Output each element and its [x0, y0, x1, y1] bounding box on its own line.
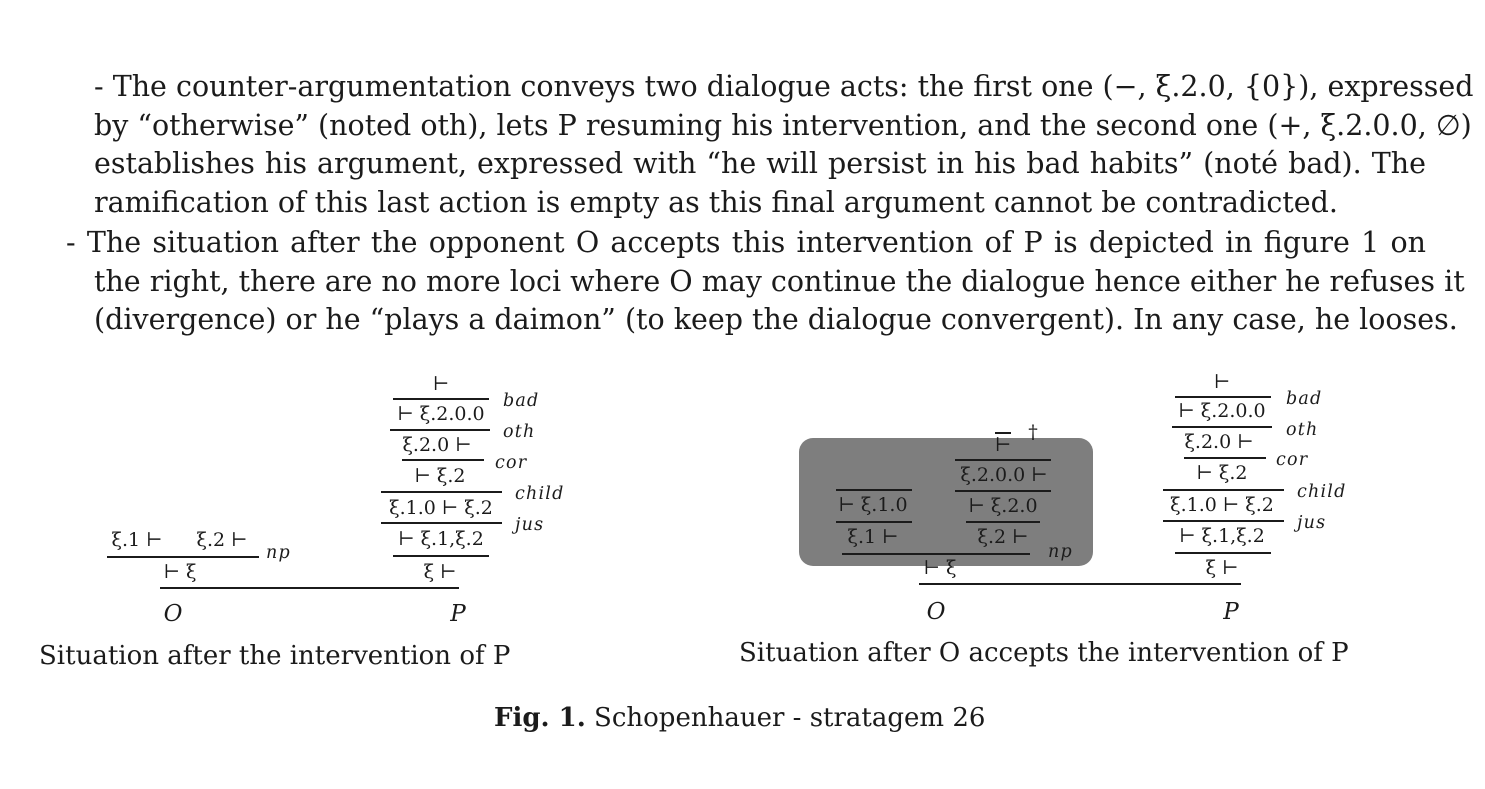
left-p-rule-2 — [390, 429, 490, 431]
right-p-rule-6 — [1175, 552, 1271, 554]
right-o-sequent-b3: ξ.2 ⊢ — [977, 526, 1029, 548]
right-o-rule-label: np — [1048, 542, 1073, 562]
left-o-rule-label: np — [266, 543, 291, 563]
figure-right-design: ⊢ ξ.1.0 ξ.1 ⊢ ⊢ † ξ.2.0.0 ⊢ ⊢ ξ.2.0 ξ.2 … — [739, 371, 1349, 666]
right-o-sequent-a2: ξ.1 ⊢ — [847, 526, 899, 548]
right-p-label-jus: jus — [1297, 513, 1327, 533]
right-o-rule-b0 — [955, 459, 1051, 461]
paragraph-1-line-3: establishes his argument, expressed with… — [94, 147, 1426, 181]
right-p-rule-5 — [1163, 520, 1284, 522]
paragraph-1: - The counter-argumentation conveys two … — [94, 68, 1474, 223]
left-p-label-cor: cor — [495, 453, 528, 473]
paragraph-2: - The situation after the opponent O acc… — [66, 224, 1465, 340]
right-p-rule-2 — [1172, 426, 1272, 428]
right-o-sequent-b0: ⊢ — [994, 434, 1012, 456]
right-o-rule-a0 — [836, 489, 912, 491]
left-p-sequent-0: ⊢ — [432, 373, 450, 395]
right-p-label-oth: oth — [1286, 420, 1319, 440]
figure-left-design: ξ.1 ⊢ ξ.2 ⊢ np ⊢ ξ ⊢ bad ⊢ ξ.2.0.0 oth ξ… — [0, 0, 740, 700]
right-p-label-cor: cor — [1276, 450, 1309, 470]
right-p-sequent-3: ⊢ ξ.2 — [1196, 462, 1248, 484]
right-p-sequent-5: ⊢ ξ.1,ξ.2 — [1179, 525, 1265, 547]
right-p-sequent-1: ⊢ ξ.2.0.0 — [1178, 400, 1266, 422]
left-p-sequent-4: ξ.1.0 ⊢ ξ.2 — [389, 497, 493, 519]
figure-caption-text: Schopenhauer - stratagem 26 — [594, 703, 986, 733]
right-p-label-child: child — [1297, 482, 1347, 502]
paragraph-1-line-2: by “otherwise” (noted oth), lets P resum… — [94, 108, 1472, 142]
right-o-daimon-bar — [995, 432, 1011, 434]
left-p-rule-4 — [381, 491, 502, 493]
right-p-rule-4 — [1163, 489, 1284, 491]
left-p-label-bad: bad — [503, 391, 540, 411]
left-player-p: P — [450, 601, 466, 627]
left-axis-line — [160, 587, 459, 589]
right-p-sequent-6: ξ ⊢ — [1205, 557, 1239, 579]
left-p-sequent-2: ξ.2.0 ⊢ — [402, 434, 472, 456]
right-o-rule-b1 — [955, 490, 1051, 492]
figure-caption: Fig. 1. Schopenhauer - stratagem 26 — [494, 703, 985, 733]
left-o-sequent-xi1: ξ.1 ⊢ — [111, 529, 163, 551]
right-o-rule-b2 — [966, 521, 1040, 523]
left-o-rule-line — [107, 556, 259, 558]
right-player-p: P — [1223, 599, 1239, 625]
right-figure-caption-text: Situation after O accepts the interventi… — [739, 638, 1349, 668]
left-p-rule-6 — [393, 555, 489, 557]
right-o-sequent-xi: ⊢ ξ — [923, 557, 957, 579]
right-o-sequent-b2: ⊢ ξ.2.0 — [968, 495, 1038, 517]
right-o-sequent-a1: ⊢ ξ.1.0 — [838, 494, 908, 516]
paragraph-2-line-1: - The situation after the opponent O acc… — [66, 226, 1426, 259]
left-o-sequent-xi: ⊢ ξ — [163, 561, 197, 583]
right-p-sequent-4: ξ.1.0 ⊢ ξ.2 — [1170, 494, 1274, 516]
right-p-sequent-2: ξ.2.0 ⊢ — [1184, 431, 1254, 453]
left-p-sequent-6: ξ ⊢ — [423, 561, 457, 583]
right-o-daimon: † — [1028, 421, 1038, 443]
right-axis-line — [919, 583, 1241, 585]
right-figure-caption: Situation after O accepts the interventi… — [739, 640, 1349, 666]
right-o-rule-a1 — [836, 521, 912, 523]
left-p-sequent-3: ⊢ ξ.2 — [414, 465, 466, 487]
left-p-rule-5 — [381, 522, 502, 524]
paragraph-1-line-4: ramification of this last action is empt… — [94, 186, 1338, 220]
left-p-label-jus: jus — [515, 515, 545, 535]
paragraph-2-line-2: the right, there are no more loci where … — [94, 264, 1465, 298]
right-p-rule-1 — [1175, 396, 1271, 398]
right-p-label-bad: bad — [1286, 389, 1323, 409]
paragraph-1-line-1: - The counter-argumentation conveys two … — [94, 70, 1474, 103]
left-player-o: O — [163, 601, 183, 627]
right-p-rule-3 — [1184, 457, 1266, 459]
left-p-label-child: child — [515, 484, 565, 504]
right-p-sequent-0: ⊢ — [1213, 371, 1231, 393]
right-o-rule-np — [842, 553, 1030, 555]
left-figure-caption-text: Situation after the intervention of P — [39, 641, 511, 671]
left-p-label-oth: oth — [503, 422, 536, 442]
left-p-sequent-5: ⊢ ξ.1,ξ.2 — [398, 528, 484, 550]
left-o-sequent-xi2: ξ.2 ⊢ — [196, 529, 248, 551]
left-figure-caption: Situation after the intervention of P — [39, 643, 510, 669]
figure-caption-label: Fig. 1. — [494, 703, 586, 733]
right-o-sequent-b1: ξ.2.0.0 ⊢ — [960, 464, 1048, 486]
right-player-o: O — [926, 599, 946, 625]
left-p-sequent-1: ⊢ ξ.2.0.0 — [397, 403, 485, 425]
paragraph-2-line-3: (divergence) or he “plays a daimon” (to … — [94, 303, 1458, 337]
left-p-rule-1 — [393, 398, 489, 400]
left-p-rule-3 — [402, 459, 484, 461]
